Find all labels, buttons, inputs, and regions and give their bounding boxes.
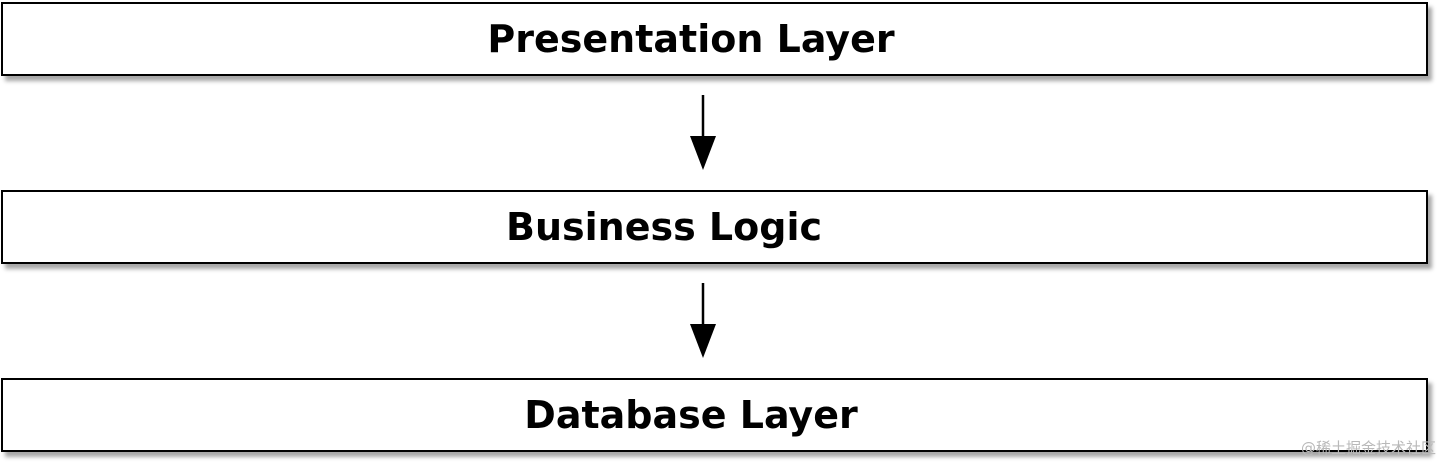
presentation-layer-box: Presentation Layer	[1, 2, 1428, 76]
business-logic-box: Business Logic	[1, 190, 1428, 264]
arrow-presentation-to-business	[690, 95, 716, 170]
database-layer-box: Database Layer	[1, 378, 1428, 452]
arrow-business-to-database	[690, 283, 716, 358]
arrow-head	[690, 136, 716, 170]
database-layer-label: Database Layer	[524, 393, 858, 437]
arrow-head	[690, 324, 716, 358]
business-logic-label: Business Logic	[505, 205, 823, 249]
presentation-layer-label: Presentation Layer	[487, 17, 895, 61]
watermark-text: @稀土掘金技术社区	[1300, 439, 1436, 457]
